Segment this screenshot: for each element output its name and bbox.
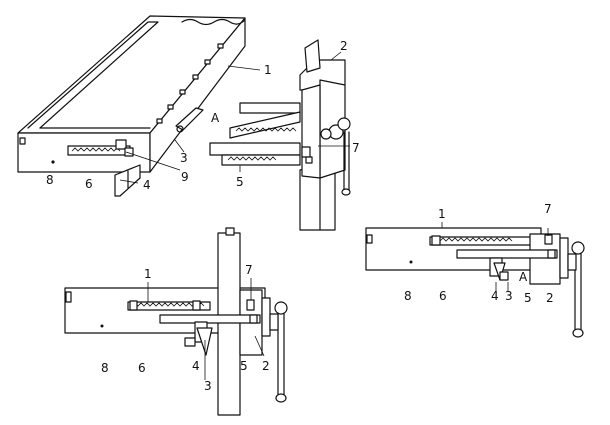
fig1-label-5: 5 — [236, 175, 244, 189]
fig3-label-6: 6 — [138, 361, 146, 375]
top-view-left: 1 7 8 6 4 3 5 2 — [64, 227, 288, 416]
fig1-label-A: A — [211, 111, 220, 125]
fig1-label-2: 2 — [340, 39, 348, 53]
fig2-label-8: 8 — [404, 289, 412, 303]
fig2-label-5: 5 — [524, 291, 532, 305]
fig3-label-8: 8 — [101, 361, 109, 375]
fig3-label-7: 7 — [245, 263, 253, 277]
fig1-label-8: 8 — [46, 173, 54, 187]
fig3-label-3: 3 — [204, 379, 212, 393]
fig3-label-2: 2 — [262, 359, 270, 373]
fig2-label-2: 2 — [546, 291, 554, 305]
fig3-label-5: 5 — [240, 359, 248, 373]
fig2-label-A: A — [519, 270, 528, 284]
fig2-label-6: 6 — [439, 289, 447, 303]
fig2-label-3: 3 — [505, 289, 513, 303]
fig3-label-1: 1 — [144, 267, 152, 281]
fig1-label-7: 7 — [352, 141, 360, 155]
fig2-label-4: 4 — [491, 289, 499, 303]
fig1-label-3: 3 — [180, 151, 188, 165]
fig1-label-4: 4 — [143, 178, 151, 192]
perspective-view: 1 2 A 3 9 7 8 6 4 5 — [17, 15, 360, 231]
fig1-label-1: 1 — [264, 63, 272, 77]
fig3-label-4: 4 — [192, 359, 200, 373]
fig1-label-6: 6 — [85, 177, 93, 191]
fig2-label-7: 7 — [544, 202, 552, 216]
fig1-label-9: 9 — [181, 170, 189, 184]
fig2-label-1: 1 — [438, 207, 446, 221]
bench-body — [17, 15, 246, 197]
top-view-right: 1 7 8 6 4 3 A 5 2 — [365, 202, 585, 338]
vise-post — [209, 39, 351, 231]
